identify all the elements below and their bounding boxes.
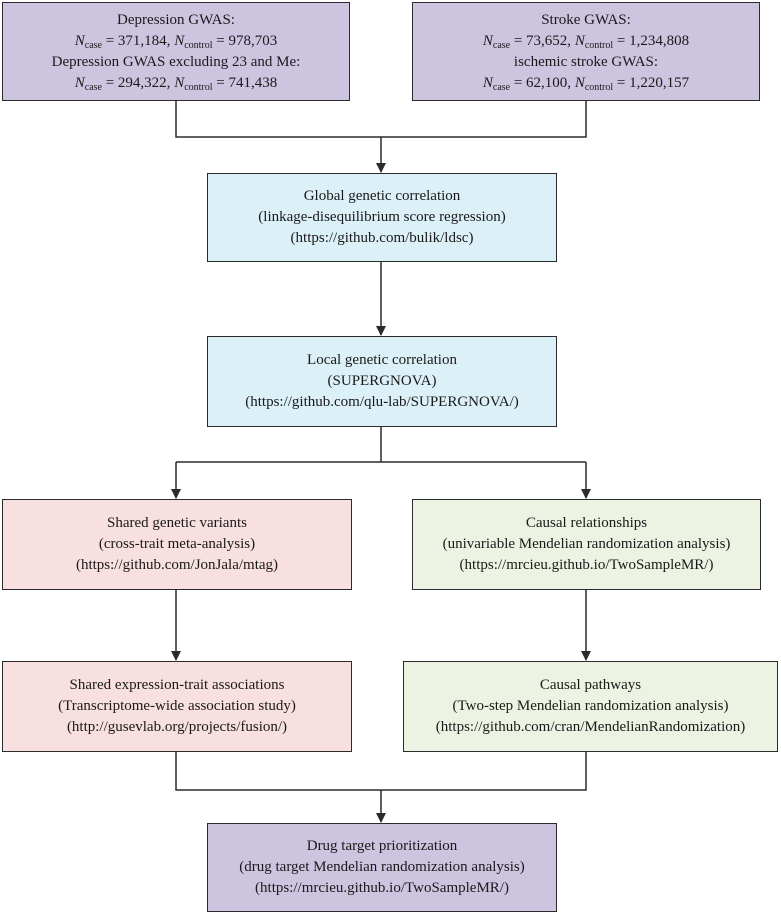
connector-bottom-merge (175, 752, 587, 791)
global-correlation-title: Global genetic correlation (303, 188, 461, 204)
drug-target-url: (https://mrcieu.github.io/TwoSampleMR/) (255, 880, 509, 896)
causal-relationships-method: (univariable Mendelian randomization ana… (442, 536, 731, 552)
stroke-gwas-counts: Ncase = 73,652, Ncontrol = 1,234,808 (482, 32, 690, 51)
causal-relationships-box: Causal relationships (univariable Mendel… (412, 499, 761, 590)
shared-variants-url: (https://github.com/JonJala/mtag) (75, 557, 279, 573)
depression-gwas-box: Depression GWAS: Ncase = 371,184, Ncontr… (2, 2, 350, 101)
causal-pathways-method: (Two-step Mendelian randomization analys… (452, 698, 729, 714)
depression-excl-counts: Ncase = 294,322, Ncontrol = 741,438 (74, 74, 278, 93)
shared-variants-box: Shared genetic variants (cross-trait met… (2, 499, 352, 590)
drug-target-box: Drug target prioritization (drug target … (207, 823, 557, 912)
causal-relationships-url: (https://mrcieu.github.io/TwoSampleMR/) (459, 557, 714, 573)
ischemic-stroke-counts: Ncase = 62,100, Ncontrol = 1,220,157 (482, 74, 690, 93)
shared-expression-box: Shared expression-trait associations (Tr… (2, 661, 352, 752)
stroke-gwas-box: Stroke GWAS: Ncase = 73,652, Ncontrol = … (412, 2, 760, 101)
shared-expression-title: Shared expression-trait associations (69, 677, 285, 693)
shared-expression-method: (Transcriptome-wide association study) (58, 698, 296, 714)
stroke-gwas-label: Stroke GWAS: (541, 11, 631, 28)
depression-gwas-counts: Ncase = 371,184, Ncontrol = 978,703 (74, 32, 278, 51)
drug-target-method: (drug target Mendelian randomization ana… (239, 859, 525, 875)
depression-excl-label: Depression GWAS excluding 23 and Me: (51, 53, 301, 70)
causal-pathways-box: Causal pathways (Two-step Mendelian rand… (403, 661, 778, 752)
shared-variants-method: (cross-trait meta-analysis) (98, 536, 256, 552)
local-correlation-url: (https://github.com/qlu-lab/SUPERGNOVA/) (245, 394, 519, 410)
shared-expression-url: (http://gusevlab.org/projects/fusion/) (66, 719, 288, 735)
local-correlation-method: (SUPERGNOVA) (327, 373, 437, 389)
drug-target-title: Drug target prioritization (306, 838, 458, 854)
local-correlation-title: Local genetic correlation (307, 352, 457, 368)
global-correlation-url: (https://github.com/bulik/ldsc) (290, 230, 474, 246)
causal-relationships-title: Causal relationships (525, 515, 648, 531)
causal-pathways-title: Causal pathways (539, 677, 642, 693)
ischemic-stroke-label: ischemic stroke GWAS: (513, 53, 659, 70)
causal-pathways-url: (https://github.com/cran/MendelianRandom… (435, 719, 746, 735)
depression-gwas-label: Depression GWAS: (117, 11, 235, 28)
global-correlation-box: Global genetic correlation (linkage-dise… (207, 173, 557, 262)
local-correlation-box: Local genetic correlation (SUPERGNOVA) (… (207, 336, 557, 427)
connector-gwas-merge (175, 101, 587, 138)
global-correlation-method: (linkage-disequilibrium score regression… (258, 209, 506, 225)
shared-variants-title: Shared genetic variants (107, 515, 247, 531)
